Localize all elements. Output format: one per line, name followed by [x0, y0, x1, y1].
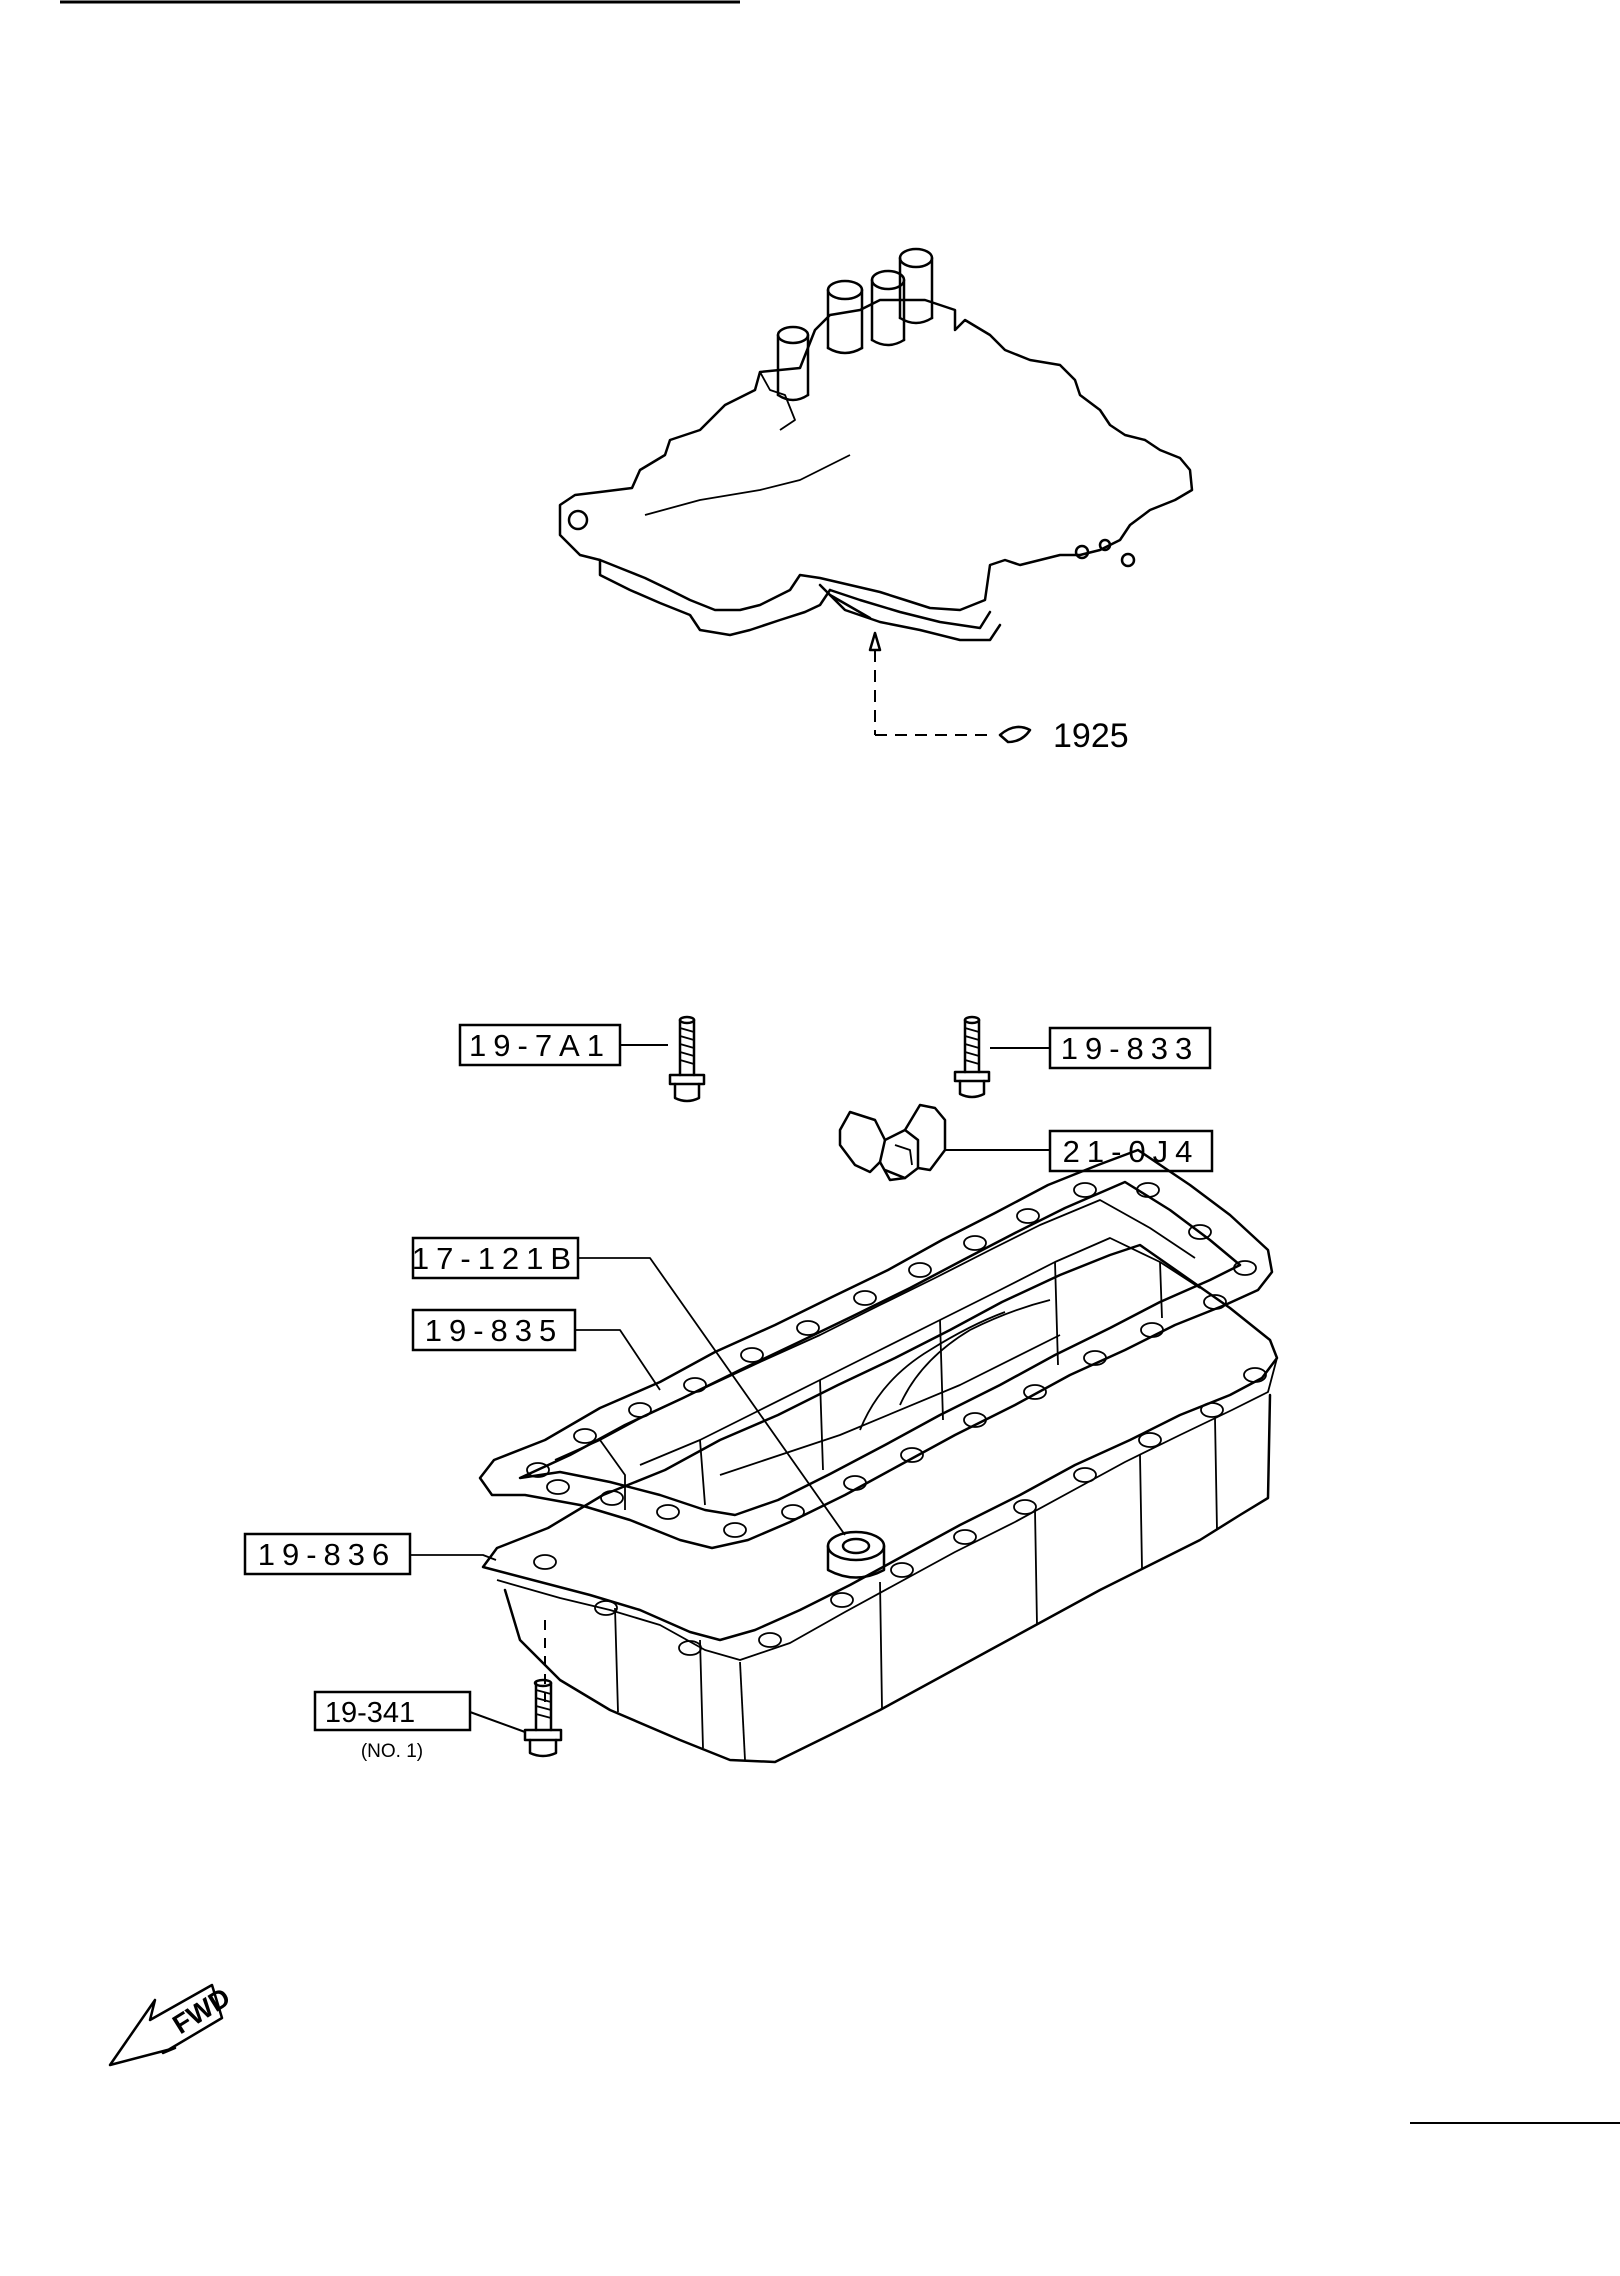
solenoid-icon [898, 247, 934, 325]
callout-17-121b-label: 17-121B [412, 1241, 578, 1276]
fwd-arrow-icon: FWD [108, 1982, 235, 2067]
valve-body-icon [558, 247, 1194, 642]
callout-17-121b: 17-121B [411, 1236, 846, 1536]
callout-19-341-note: (NO. 1) [361, 1741, 423, 1762]
gasket-bolt-holes [526, 1182, 1257, 1538]
callout-21-0j4-label: 21-0J4 [1063, 1134, 1200, 1169]
solenoid-icon [826, 279, 864, 355]
callout-19-836-label: 19-836 [258, 1537, 397, 1572]
callout-19-833: 19-833 [990, 1026, 1212, 1070]
solenoid-icon [776, 325, 810, 402]
callout-19-341-label: 19-341 [325, 1697, 415, 1729]
callout-19-341: 19-341 (NO. 1) [313, 1690, 526, 1762]
leader-1925 [868, 631, 995, 736]
magnet-icon [826, 1530, 886, 1579]
bolt-icon [523, 1678, 563, 1758]
clip-icon [838, 1103, 947, 1182]
callout-19-835-label: 19-835 [425, 1313, 564, 1348]
callout-21-0j4: 21-0J4 [945, 1129, 1214, 1173]
callout-19-833-label: 19-833 [1061, 1031, 1200, 1066]
oil-pan-icon [481, 1243, 1279, 1764]
callout-19-836: 19-836 [243, 1532, 497, 1576]
solenoid-icon [870, 269, 906, 347]
pan-bolt-holes [533, 1367, 1267, 1656]
gasket-ring-icon [998, 725, 1032, 744]
callout-19-835: 19-835 [411, 1308, 661, 1391]
callout-19-7a1: 19-7A1 [458, 1023, 668, 1067]
bolt-icon [953, 1015, 991, 1099]
callout-19-7a1-label: 19-7A1 [469, 1028, 611, 1063]
bolt-icon [668, 1015, 706, 1103]
pan-gasket-icon [478, 1148, 1274, 1550]
callout-1925: 1925 [1053, 717, 1129, 755]
